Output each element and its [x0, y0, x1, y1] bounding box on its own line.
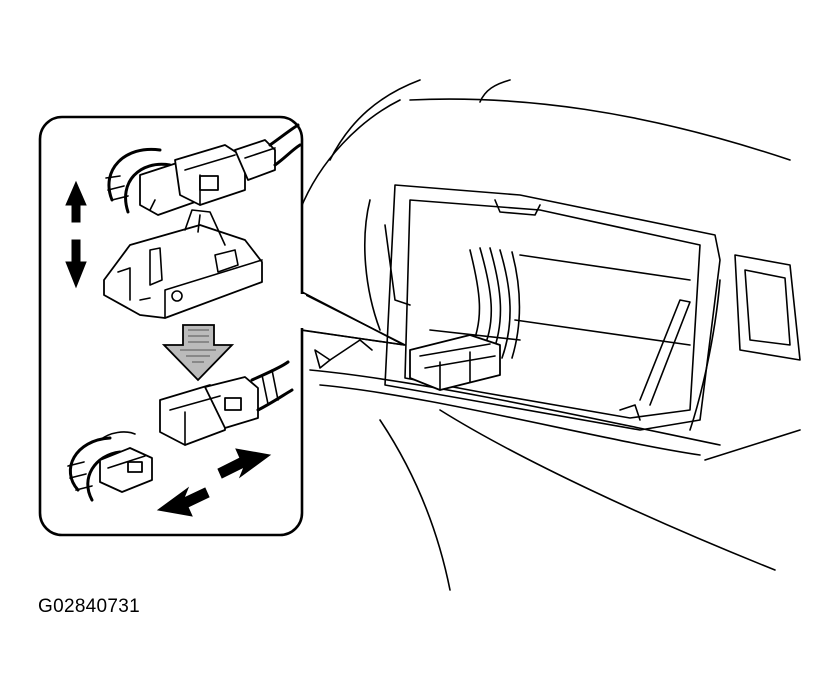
inset-bracket [103, 209, 263, 319]
inset-lower-connector [159, 360, 294, 446]
figure-code: G02840731 [38, 596, 141, 617]
dashboard-drawing [299, 79, 801, 591]
inset-lower-harness [67, 431, 153, 502]
inset-upper-connector [105, 123, 302, 216]
down-arrow-icon [161, 324, 235, 382]
up-down-arrow-icon [65, 180, 87, 289]
harness-in-glovebox [409, 247, 521, 391]
diagonal-double-arrow-icon [156, 448, 272, 517]
